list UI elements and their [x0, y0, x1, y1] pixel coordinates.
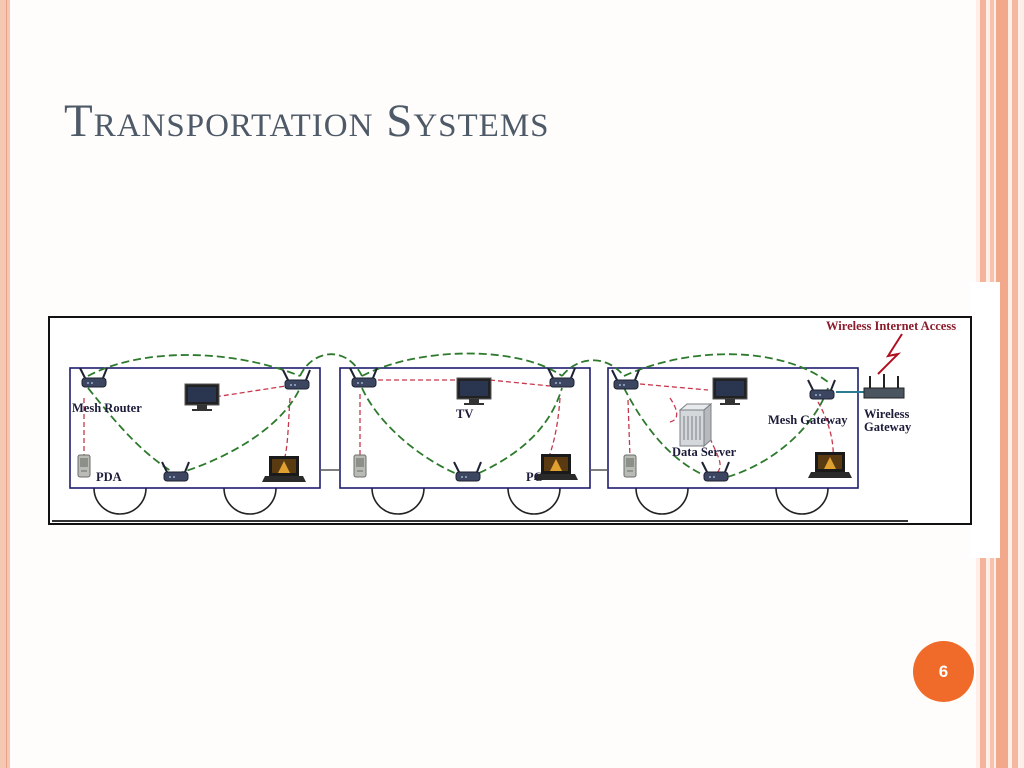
label-tv: TV — [456, 407, 473, 421]
train-wheels — [93, 487, 829, 515]
page-number: 6 — [938, 661, 949, 681]
left-edge-decoration — [0, 0, 10, 768]
label-data-server: Data Server — [672, 445, 737, 459]
label-mesh-router: Mesh Router — [72, 401, 142, 415]
slide-title: Transportation Systems — [64, 95, 550, 147]
wireless-gateway-icon — [863, 374, 905, 399]
figure-backdrop — [970, 282, 1000, 558]
pda-icon — [353, 454, 367, 478]
label-wireless-internet-access: Wireless Internet Access — [826, 319, 956, 333]
label-pc: PC — [526, 470, 543, 484]
pda-icon — [77, 454, 91, 478]
pda-icon — [623, 454, 637, 478]
page-number-badge: 6 — [913, 641, 974, 702]
label-mesh-gateway: Mesh Gateway — [768, 413, 848, 427]
label-pda: PDA — [96, 470, 122, 484]
label-wireless-gateway-line1: Wireless — [864, 407, 910, 421]
data-server-icon — [679, 403, 712, 447]
train-mesh-network-diagram: Wireless Internet Access Mesh Router TV … — [48, 316, 972, 525]
label-wireless-gateway-line2: Gateway — [864, 420, 912, 434]
local-links — [83, 379, 834, 477]
lightning-signal-icon — [877, 333, 903, 375]
